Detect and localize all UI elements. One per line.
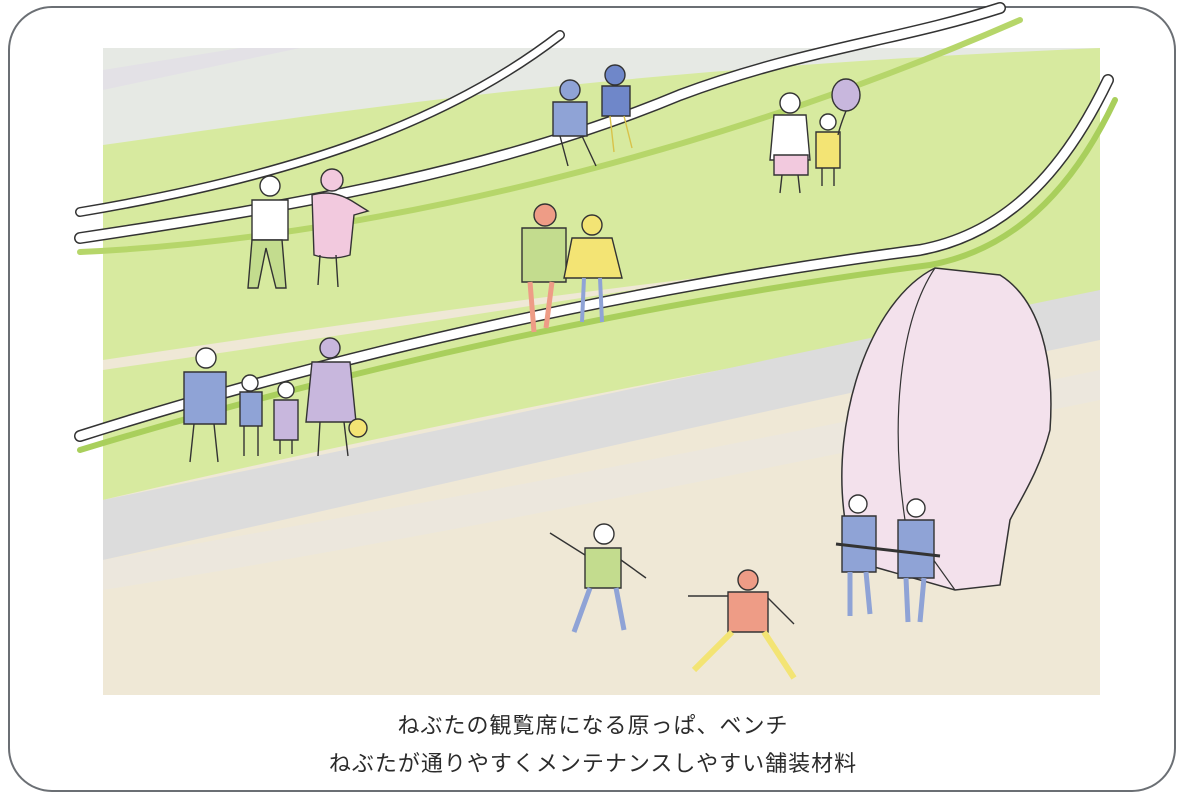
person-lavender-mother — [305, 337, 368, 457]
person-pink-mother — [769, 92, 811, 194]
person-blue-father — [183, 347, 227, 463]
person-green-hood — [521, 203, 567, 333]
people — [183, 64, 941, 680]
person-green-sitting — [247, 175, 289, 289]
road — [103, 290, 1100, 560]
caption-line-1: ねぶたの観覧席になる原っぱ、ベンチ — [397, 714, 789, 739]
balloon — [831, 78, 861, 136]
person-pink-standing — [311, 168, 370, 288]
person-child-lavender — [273, 381, 299, 454]
nebuta-float — [841, 267, 1052, 591]
upper-lawn — [103, 48, 1100, 360]
person-worker-2 — [897, 498, 935, 623]
illustration-frame — [8, 6, 1176, 792]
person-worker-1 — [841, 494, 877, 616]
tow-rope — [835, 542, 941, 558]
person-green-dancing — [549, 523, 647, 633]
person-yellow-child — [815, 113, 841, 186]
caption-line-2: ねぶたが通りやすくメンテナンスしやすい舗装材料 — [328, 752, 858, 777]
person-blue-sitting — [552, 79, 597, 167]
person-coral-star — [688, 569, 797, 680]
person-navy-sitting — [601, 64, 633, 153]
person-child-arms-up — [239, 374, 263, 456]
person-yellow-poncho — [563, 214, 623, 323]
